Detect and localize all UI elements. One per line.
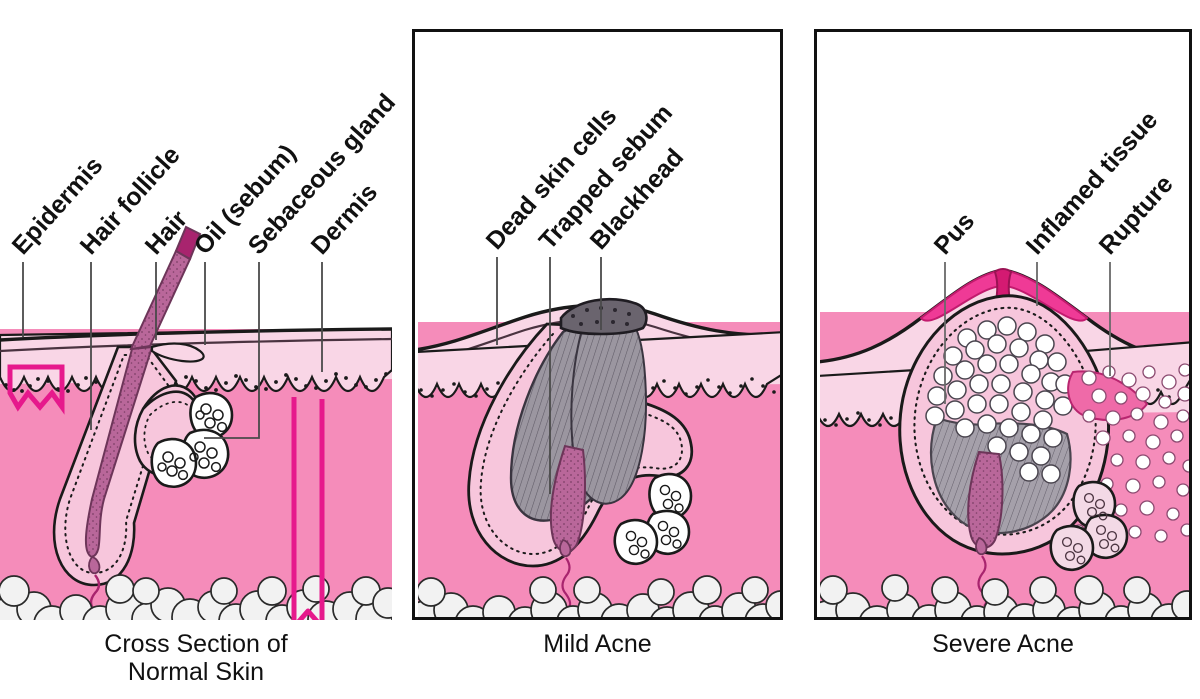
caption-severe-acne: Severe Acne: [814, 630, 1192, 658]
blackhead-stipple: [571, 306, 631, 326]
subcutaneous-fat-layer: [820, 574, 1189, 617]
caption-normal-skin-line2: Normal Skin: [127, 658, 265, 686]
caption-severe-acne-line1: Severe Acne: [932, 630, 1074, 658]
dermal-papilla: [559, 538, 572, 558]
subcutaneous-fat-layer: [0, 574, 392, 620]
escaped-cells: [1073, 363, 1189, 548]
mild-acne-illustration: [418, 297, 780, 617]
dermis-bracket: [291, 397, 325, 620]
caption-normal-skin: Cross Section of Normal Skin: [0, 630, 392, 686]
follicle-capillary: [89, 574, 101, 620]
normal-skin-illustration: [0, 225, 392, 620]
dermal-papilla: [975, 536, 988, 556]
panel-normal-skin: [0, 29, 392, 620]
caption-normal-skin-line1: Cross Section of: [104, 630, 288, 658]
caption-mild-acne: Mild Acne: [412, 630, 783, 658]
subcutaneous-fat-layer: [418, 575, 780, 617]
hair-tip: [174, 225, 202, 261]
sebaceous-gland: [1049, 480, 1129, 571]
dead-skin-cells-mass: [570, 314, 647, 505]
epidermis-bracket: [7, 364, 65, 415]
severe-acne-illustration: [820, 268, 1189, 617]
pore-opening: [150, 342, 205, 363]
pus-cells: [925, 316, 1075, 484]
caption-mild-acne-line1: Mild Acne: [543, 630, 652, 658]
panel-mild-acne: [412, 29, 783, 620]
stratum-corneum-line: [0, 337, 392, 353]
sebaceous-gland: [613, 472, 693, 565]
panel-severe-acne: [814, 29, 1192, 620]
skin-surface-line: [0, 327, 392, 342]
follicle-capillary: [561, 557, 572, 609]
dermal-papilla: [88, 555, 101, 575]
